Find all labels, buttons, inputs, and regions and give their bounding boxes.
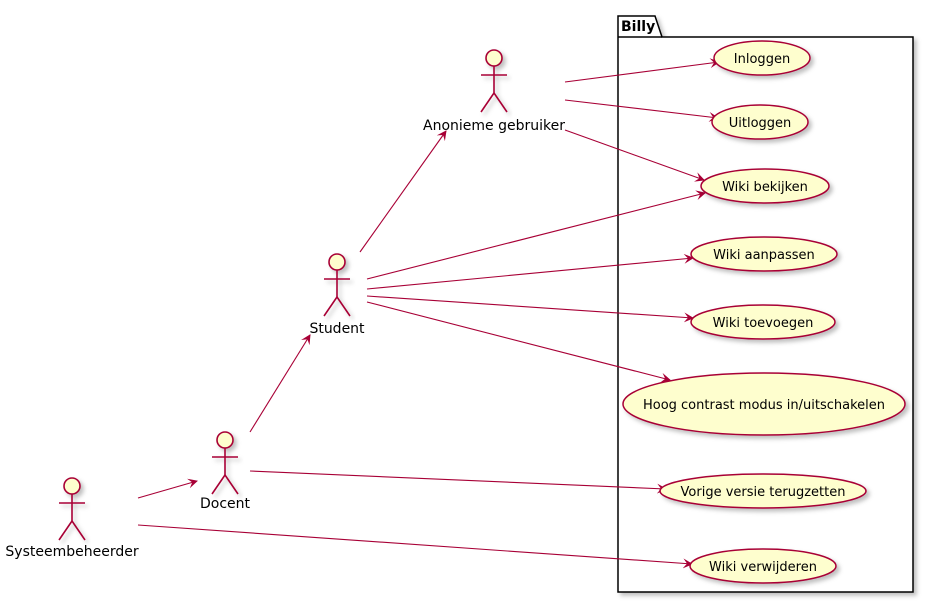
use-case-ellipse: [690, 236, 838, 272]
use-case-contrast: Hoog contrast modus in/uitschakelen: [622, 372, 906, 436]
use-case-ellipse: [690, 304, 836, 340]
use-case-uitloggen: Uitloggen: [711, 104, 809, 140]
actor-label: Docent: [200, 496, 251, 512]
actor-anon: Anonieme gebruiker: [423, 49, 565, 134]
relation-sys-to-verwijderen: [137, 524, 693, 569]
relation-docent-to-terugzetten: [249, 470, 667, 494]
relation-student-to-anon: [359, 130, 447, 253]
relation-sys-to-docent: [137, 478, 198, 499]
actor-label: Systeembeheerder: [5, 544, 138, 560]
relation-docent-to-student: [249, 334, 311, 433]
relation-anon-to-uitloggen: [564, 99, 719, 122]
package-title: Billy: [621, 19, 655, 35]
use-case-label: Hoog contrast modus in/uitschakelen: [643, 398, 885, 413]
actor-label: Student: [309, 321, 365, 337]
actor-sys: Systeembeheerder: [5, 477, 139, 560]
use-case-ellipse: [711, 104, 809, 140]
use-case-inloggen: Inloggen: [713, 40, 811, 76]
actor-stick-figure-icon: [323, 253, 351, 317]
relation-student-to-bekijken: [366, 190, 706, 280]
use-case-label: Uitloggen: [729, 116, 792, 131]
use-case-toevoegen: Wiki toevoegen: [690, 304, 836, 340]
use-case-ellipse: [713, 40, 811, 76]
relations: [137, 58, 720, 569]
actor-docent: Docent: [200, 431, 251, 512]
use-case-ellipse: [622, 372, 906, 436]
use-case-verwijderen: Wiki verwijderen: [689, 548, 837, 584]
use-case-label: Inloggen: [734, 52, 790, 67]
use-case-ellipse: [700, 168, 830, 204]
relation-student-to-toevoegen: [366, 295, 694, 323]
actor-stick-figure-icon: [211, 431, 239, 495]
use-case-label: Wiki bekijken: [722, 180, 808, 195]
use-case-terugzetten: Vorige versie terugzetten: [659, 473, 867, 509]
use-case-bekijken: Wiki bekijken: [700, 168, 830, 204]
use-case-ellipse: [659, 473, 867, 509]
relation-student-to-contrast: [366, 301, 671, 383]
package-billy: Billy: [617, 15, 914, 593]
actor-stick-figure-icon: [58, 477, 86, 541]
use-case-label: Vorige versie terugzetten: [681, 485, 846, 500]
relation-student-to-aanpassen: [366, 253, 694, 290]
actor-student: Student: [309, 253, 365, 337]
actors: Anonieme gebruikerStudentDocentSysteembe…: [5, 49, 565, 560]
use-case-label: Wiki aanpassen: [713, 248, 815, 263]
actor-stick-figure-icon: [480, 49, 508, 113]
relation-anon-to-inloggen: [564, 58, 720, 83]
use-case-label: Wiki toevoegen: [713, 316, 814, 331]
use-case-label: Wiki verwijderen: [709, 560, 817, 575]
actor-label: Anonieme gebruiker: [423, 118, 565, 134]
relation-anon-to-bekijken: [564, 129, 705, 182]
use-case-aanpassen: Wiki aanpassen: [690, 236, 838, 272]
use-case-ellipse: [689, 548, 837, 584]
